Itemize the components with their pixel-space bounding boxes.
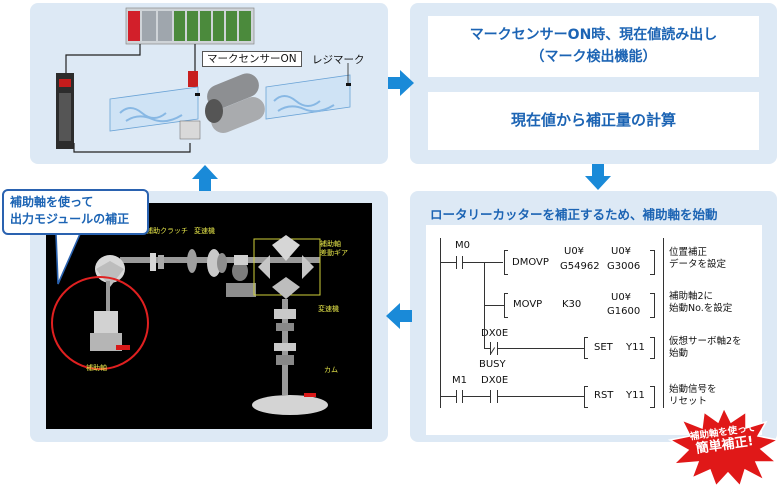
comment-rung3: 仮想サーボ軸2を 始動 <box>669 336 742 360</box>
bevel-gear-icon <box>95 255 125 287</box>
callout-line1: 補助軸を使って <box>10 195 94 209</box>
arrow-up-icon <box>192 165 218 191</box>
panel-hardware: マークセンサーON レジマーク <box>30 3 388 164</box>
label-aux-clutch: 補助クラッチ <box>146 227 188 235</box>
callout-box: 補助軸を使って 出力モジュールの補正 <box>2 189 149 235</box>
ladder-u0-1: U0¥ <box>564 246 585 257</box>
label-differential: 差動ギア <box>320 249 348 257</box>
label-cam: カム <box>324 366 338 374</box>
plc-rack-icon <box>125 7 255 45</box>
comment-rung4: 始動信号を リセット <box>669 384 717 408</box>
label-aux-motor: 補助軸 <box>86 364 107 372</box>
calc-box <box>428 92 759 150</box>
mark-sensor-icon <box>188 71 198 87</box>
aux-motor-icon <box>90 281 130 351</box>
ladder-y11-1: Y11 <box>626 342 645 353</box>
ladder-box <box>426 225 762 435</box>
ladder-panel-title: ロータリーカッターを補正するため、補助軸を始動 <box>430 207 718 222</box>
detection-line2: （マーク検出機能） <box>530 48 657 65</box>
panel-mark-detection: マークセンサーON時、現在値読み出し （マーク検出機能） 現在値から補正量の計算 <box>410 3 777 164</box>
label-aux-gear: 補助軸 <box>320 240 341 248</box>
ladder-dx0e-1: DX0E <box>481 328 509 339</box>
ladder-rst: RST <box>594 390 614 401</box>
ladder-movp: MOVP <box>513 299 543 310</box>
arrow-down-icon <box>585 164 611 190</box>
rotary-cutter-icon <box>179 73 265 140</box>
ladder-set: SET <box>594 342 613 353</box>
burst-badge <box>668 406 780 488</box>
arrow-left-icon <box>386 303 412 329</box>
ladder-u0-3: U0¥ <box>611 292 632 303</box>
comment-rung2: 補助軸2に 始動No.を設定 <box>669 291 733 315</box>
registration-mark-label: レジマーク <box>312 54 365 66</box>
ladder-g54962: G54962 <box>560 261 600 272</box>
ladder-m1: M1 <box>452 375 467 386</box>
comment-rung1: 位置補正 データを設定 <box>669 247 727 271</box>
detection-line1: マークセンサーON時、現在値読み出し <box>469 26 718 43</box>
ladder-dmovp: DMOVP <box>512 257 549 268</box>
web-sheet-icon <box>109 74 351 132</box>
ladder-u0-2: U0¥ <box>611 246 632 257</box>
ladder-k30: K30 <box>562 299 582 310</box>
ladder-y11-2: Y11 <box>626 390 645 401</box>
arrow-right-icon <box>388 70 414 96</box>
mark-sensor-label: マークセンサーON <box>202 51 302 67</box>
ladder-busy: BUSY <box>479 359 506 370</box>
cam-icon <box>252 395 328 415</box>
mechanism-view: 補助クラッチ 変速機 補助軸 差動ギア 変速機 補助軸 カム <box>46 203 372 429</box>
mechanism-drawing <box>51 235 328 415</box>
ladder-g1600: G1600 <box>607 306 641 317</box>
calc-title: 現在値から補正量の計算 <box>510 111 676 130</box>
hardware-illustration <box>56 7 351 153</box>
highlight-circle <box>51 276 149 370</box>
callout-pointer <box>55 234 81 285</box>
label-reducer-2: 変速機 <box>318 305 339 313</box>
label-reducer: 変速機 <box>194 227 215 235</box>
ladder-g3006: G3006 <box>607 261 641 272</box>
ladder-dx0e-2: DX0E <box>481 375 509 386</box>
ladder-m0: M0 <box>455 240 470 251</box>
panel-ladder-program: ロータリーカッターを補正するため、補助軸を始動 <box>410 191 777 442</box>
servo-amplifier-icon <box>56 73 74 149</box>
detection-box <box>428 16 759 77</box>
callout-line2: 出力モジュールの補正 <box>10 212 130 227</box>
